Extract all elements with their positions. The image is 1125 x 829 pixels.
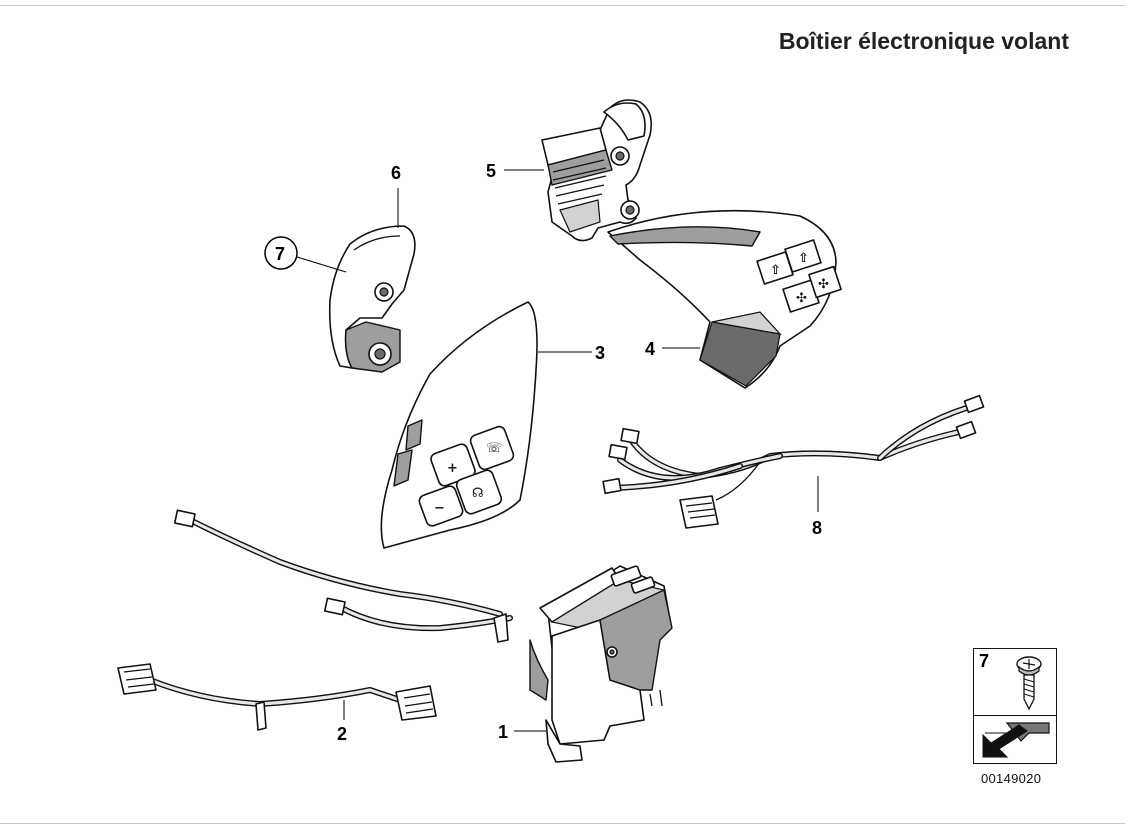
callout-1: 1 (498, 722, 546, 742)
svg-text:✣: ✣ (818, 277, 829, 292)
svg-text:☏: ☏ (486, 441, 502, 456)
part-6-switch-bracket[interactable] (328, 225, 416, 373)
callout-6: 6 (391, 163, 401, 228)
svg-text:6: 6 (391, 163, 401, 183)
svg-text:3: 3 (595, 343, 605, 363)
part-5-switch-housing[interactable] (541, 99, 653, 242)
callout-5: 5 (486, 161, 544, 181)
svg-text:4: 4 (645, 339, 655, 359)
part-1-control-unit[interactable] (529, 565, 673, 763)
part-8-wiring-harness[interactable] (602, 394, 985, 529)
callout-7-circled: 7 (264, 236, 347, 273)
part-4-right-button-cover[interactable]: ⇧ ⇧ ✣ ✣ (607, 209, 842, 389)
svg-text:8: 8 (812, 518, 822, 538)
svg-text:1: 1 (498, 722, 508, 742)
direction-arrow-icon (982, 722, 1050, 758)
svg-text:2: 2 (337, 724, 347, 744)
diagram-reference-number: 00149020 (981, 771, 1042, 786)
part-3-left-button-cover[interactable]: + − ☏ ☊ (380, 301, 538, 549)
callout-8: 8 (812, 476, 822, 538)
legend-box: 7 (973, 648, 1057, 764)
svg-text:⇧: ⇧ (798, 251, 809, 266)
diagram-title: Boîtier électronique volant (778, 28, 1069, 54)
svg-text:☊: ☊ (472, 486, 484, 501)
part-2-wiring-harness[interactable] (117, 509, 513, 731)
callout-4: 4 (645, 339, 700, 359)
svg-text:5: 5 (486, 161, 496, 181)
svg-text:+: + (447, 461, 458, 476)
legend-number: 7 (979, 651, 990, 671)
screw-icon (1016, 656, 1042, 711)
svg-text:⇧: ⇧ (770, 263, 781, 278)
frame-top-rule (0, 5, 1125, 6)
svg-text:✣: ✣ (796, 291, 807, 306)
frame-bottom-rule (0, 823, 1125, 824)
callout-2: 2 (337, 700, 347, 744)
callout-3: 3 (538, 343, 605, 363)
svg-text:−: − (434, 501, 445, 516)
legend-separator (974, 715, 1056, 716)
svg-text:7: 7 (275, 244, 285, 264)
